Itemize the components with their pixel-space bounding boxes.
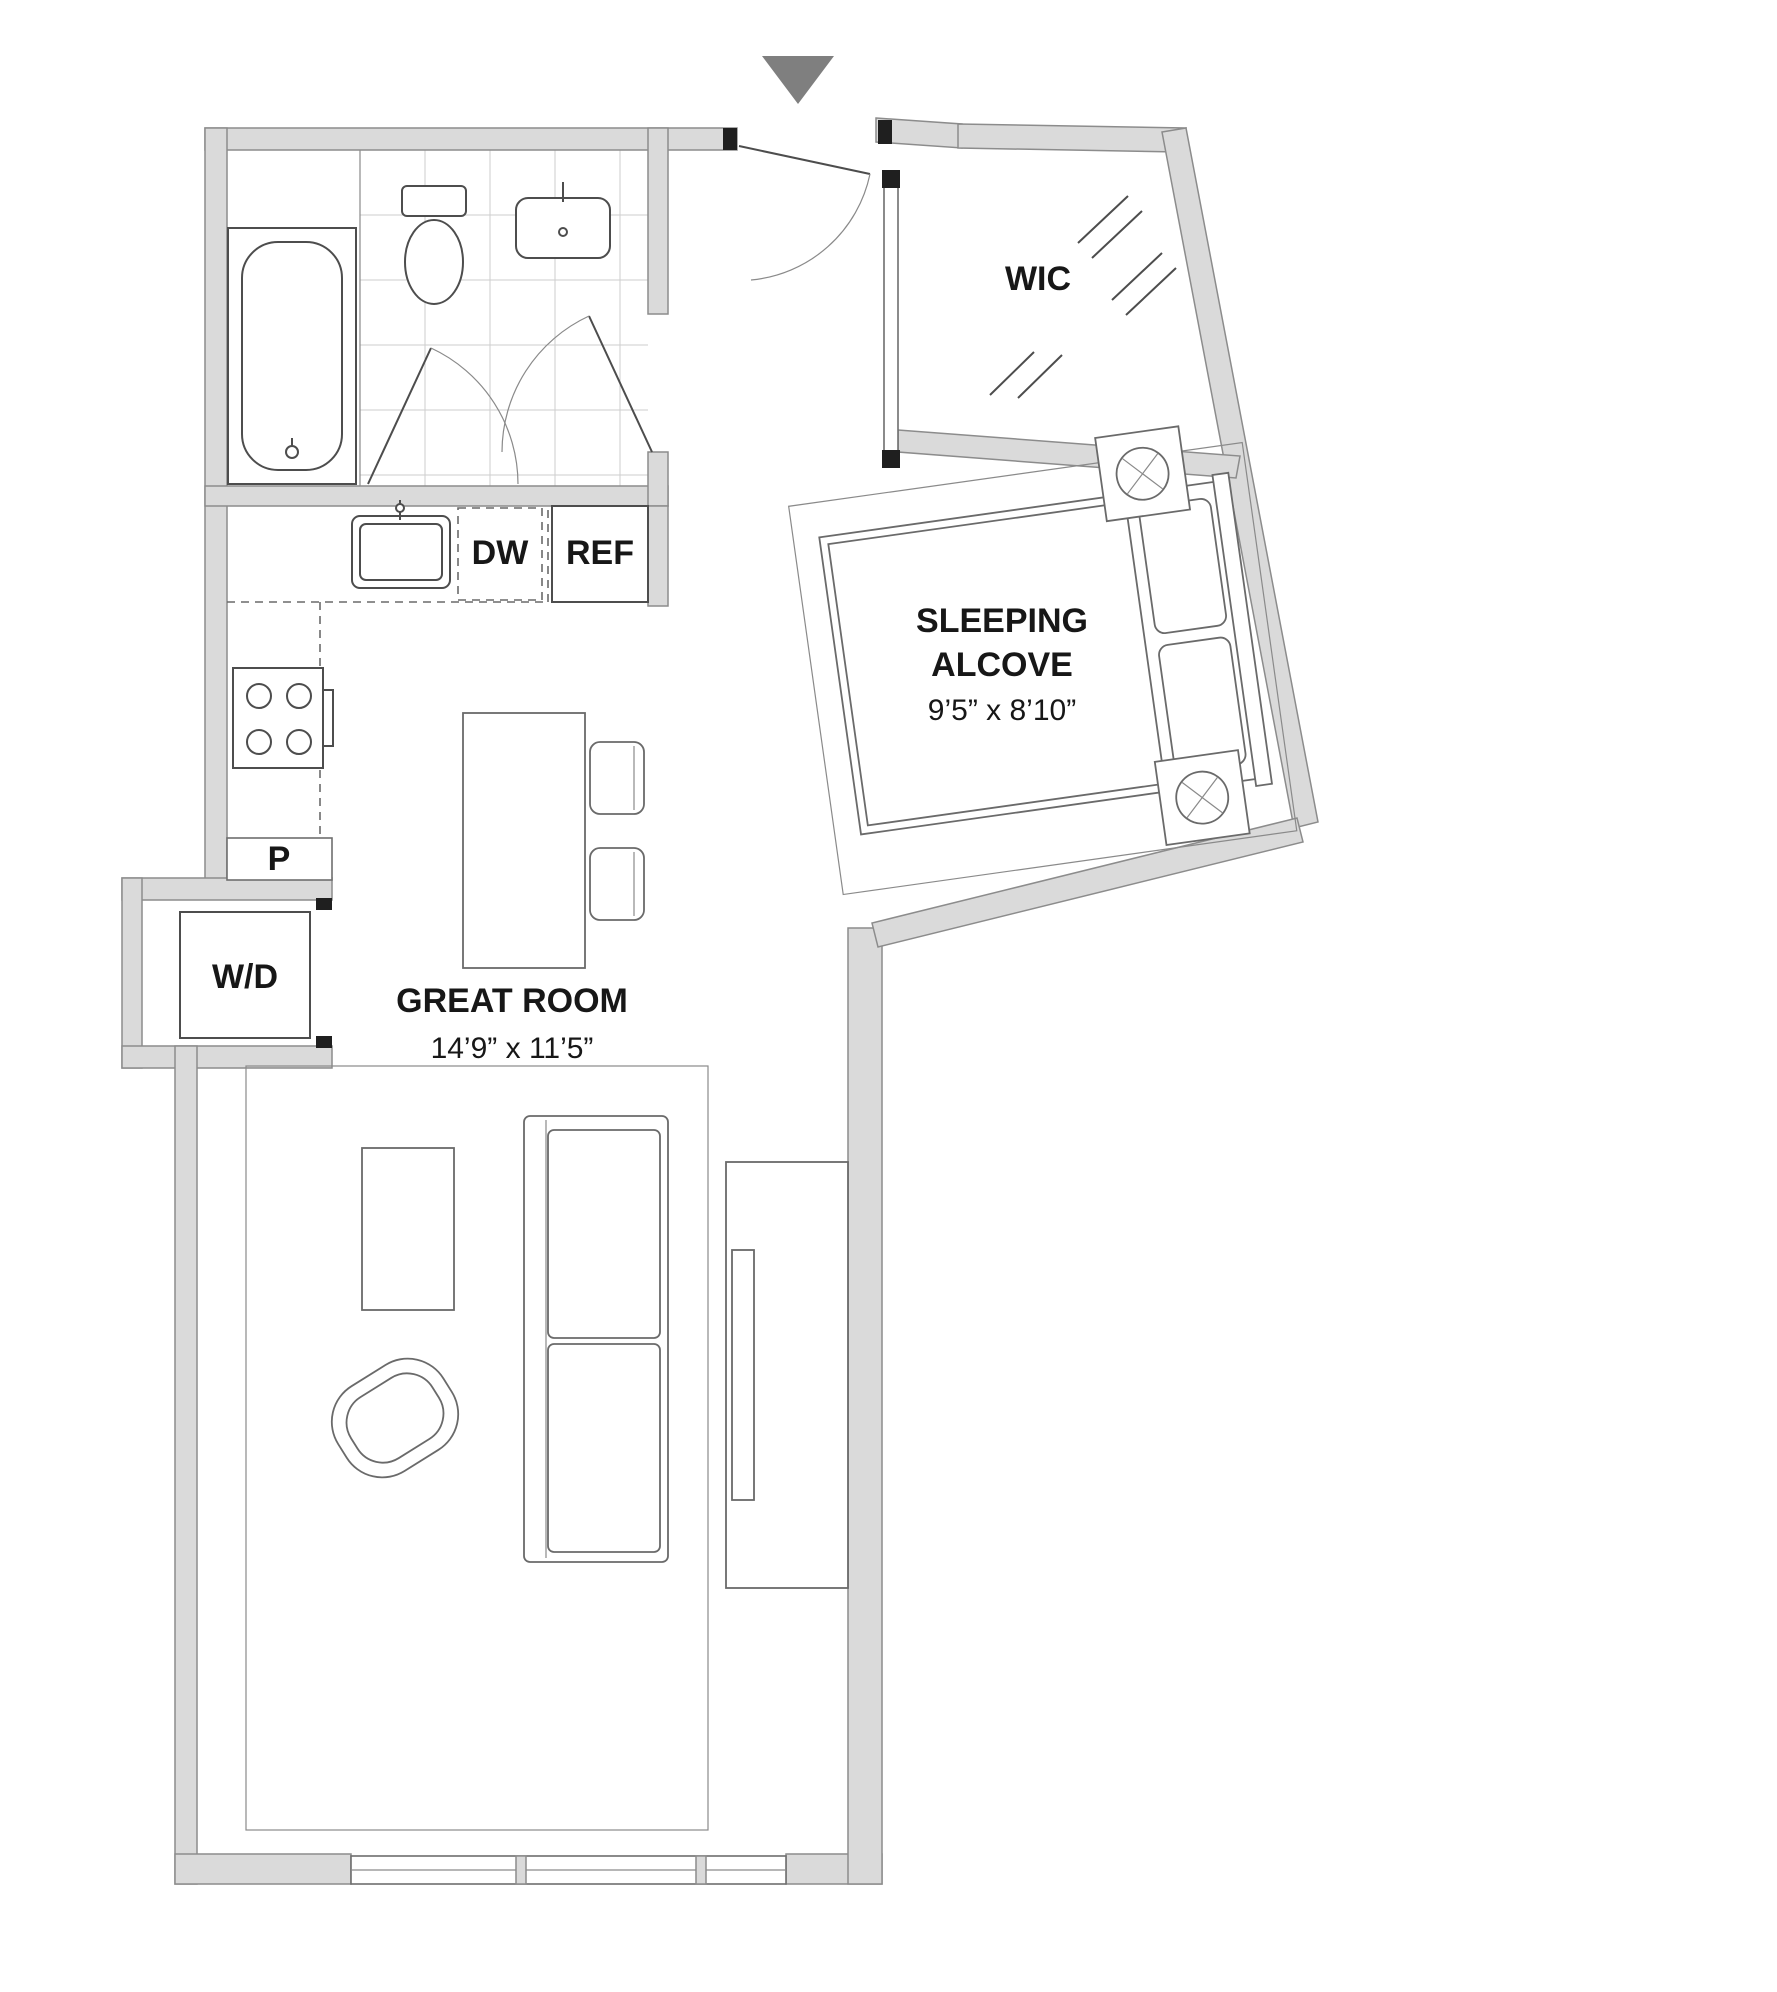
pantry-label: P — [268, 840, 291, 878]
nightstand-bottom — [1153, 749, 1251, 847]
dishwasher-label: DW — [472, 534, 530, 572]
bathroom-door-left — [367, 347, 519, 485]
wic-label: WIC — [1005, 260, 1071, 298]
coffee-table — [361, 1147, 455, 1311]
tv-console — [725, 1161, 849, 1589]
wall-kitchen-right-stub — [647, 505, 669, 607]
bed-mattress — [827, 501, 1166, 827]
wall-bathroom-right-upper — [647, 127, 669, 315]
bathtub — [227, 227, 357, 485]
wic-door-jamb-top — [882, 170, 900, 188]
wall-right-greatroom — [847, 927, 883, 1885]
sleeping-alcove-dimensions: 9’5” x 8’10” — [928, 694, 1076, 727]
bathroom-sink — [515, 182, 611, 259]
wall-bathroom-divider — [204, 485, 669, 507]
entry-door-jamb-left — [723, 128, 737, 150]
stove — [232, 667, 334, 769]
wall-wd-bottom — [121, 1045, 333, 1069]
entry-door-jamb-right — [878, 120, 892, 144]
washer-dryer — [179, 911, 311, 1039]
pantry — [226, 837, 333, 881]
kitchen-counter-outline — [227, 506, 549, 841]
wic-door-jamb-bottom — [882, 450, 900, 468]
armchair — [330, 1357, 460, 1479]
island-table — [462, 712, 645, 969]
washer-dryer-label: W/D — [212, 958, 278, 996]
sleeping-alcove-label-line2: ALCOVE — [931, 646, 1073, 684]
wall-wd-left — [121, 877, 143, 1069]
bed-headboard — [1211, 471, 1273, 787]
wic-rod-marks — [989, 195, 1177, 399]
chair-2 — [589, 847, 645, 921]
window-band — [350, 1855, 787, 1885]
nightstand-top — [1094, 425, 1192, 523]
wall-alcove-bottom — [871, 817, 1304, 948]
bathroom-door-right — [501, 315, 653, 453]
dishwasher — [457, 507, 543, 601]
wall-left-lower — [174, 1045, 198, 1885]
wall-wic-bottom — [897, 429, 1241, 479]
refrigerator — [551, 505, 649, 603]
bathroom-tile-floor — [359, 150, 648, 486]
walls — [121, 117, 1319, 1885]
wd-door-jamb-top — [316, 898, 332, 910]
sofa — [523, 1115, 669, 1563]
sleeping-alcove-furniture — [787, 425, 1298, 896]
wall-bathroom-right-lower — [647, 451, 669, 507]
wall-right-angled — [1161, 127, 1319, 829]
wd-door-jamb-bottom — [316, 1036, 332, 1048]
entry-arrow-icon — [762, 56, 834, 104]
refrigerator-label: REF — [566, 534, 634, 572]
wall-wd-top — [121, 877, 333, 901]
wic-door — [883, 185, 899, 453]
great-room-rug — [245, 1065, 709, 1831]
wall-bottom-left — [174, 1853, 352, 1885]
kitchen-sink — [351, 500, 451, 589]
window-mullion-2 — [695, 1855, 707, 1885]
toilet — [401, 185, 467, 305]
entry-door — [738, 145, 871, 281]
great-room-label: GREAT ROOM — [396, 982, 628, 1020]
alcove-floor-edge — [787, 441, 1298, 896]
window-mullion-1 — [515, 1855, 527, 1885]
sleeping-alcove-label-line1: SLEEPING — [916, 602, 1088, 640]
chair-1 — [589, 741, 645, 815]
wall-wic-top — [957, 123, 1187, 153]
great-room-dimensions: 14’9” x 11’5” — [431, 1032, 594, 1065]
